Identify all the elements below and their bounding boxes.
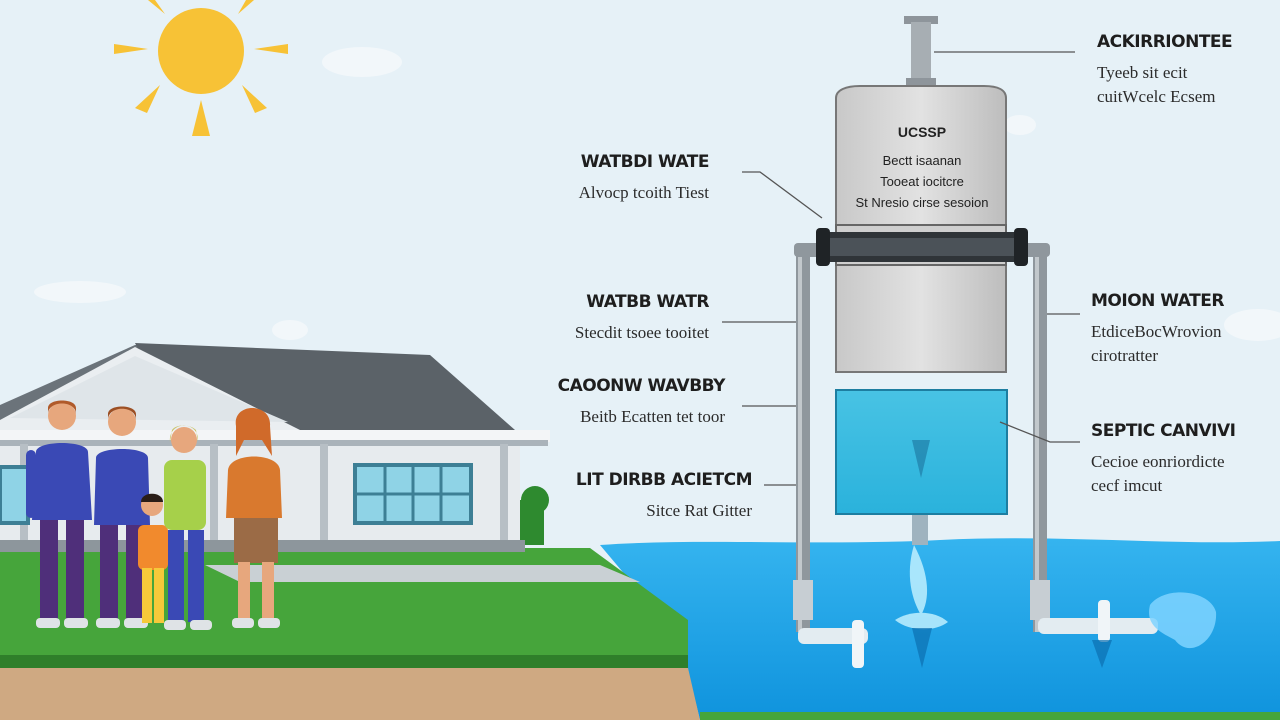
label-left-upper: WATBDI WATE Alvocp tcoith Tiest: [578, 152, 710, 205]
callout-lines: [722, 51, 1080, 486]
label-desc: cuitWcelc Ecsem: [1097, 87, 1216, 106]
person-child: [138, 493, 168, 623]
person-mother: [164, 425, 212, 630]
walkway: [205, 565, 640, 582]
person-daughter: [226, 408, 282, 628]
label-left-middle: WATBB WATR Stecdit tsoee tooitet: [574, 292, 710, 345]
label-desc: cirotratter: [1091, 346, 1159, 365]
tank-line: Tooeat iocitcre: [880, 174, 964, 189]
label-title: CAOONW WAVBBY: [557, 376, 726, 396]
label-title: ACKIRRIONTEE: [1097, 32, 1233, 52]
tank-line: St Nresio cirse sesoion: [855, 195, 989, 210]
pipe-system: [793, 243, 1158, 668]
tank-label: UCSSP Bectt isaanan Tooeat iocitcre St N…: [838, 124, 1006, 213]
water-splash-icon: [895, 545, 1217, 649]
label-title: SEPTIC CANVIVI: [1091, 421, 1236, 441]
label-desc: Stecdit tsoee tooitet: [574, 323, 709, 342]
label-left-lower: CAOONW WAVBBY Beitb Ecatten tet toor: [557, 376, 726, 429]
person-father: [26, 400, 92, 628]
label-title: MOION WATER: [1091, 291, 1224, 311]
label-desc: Alvocp tcoith Tiest: [578, 183, 709, 202]
house: [0, 343, 550, 552]
family-illustration: [26, 400, 282, 630]
tank-line: Bectt isaanan: [882, 153, 962, 168]
label-top-right: ACKIRRIONTEE Tyeeb sit ecit cuitWcelc Ec…: [1097, 32, 1233, 109]
label-right-lower: SEPTIC CANVIVI Cecioe eonriordicte cecf …: [1091, 421, 1236, 498]
label-right-middle: MOION WATER EtdiceBocWrovion cirotratter: [1091, 291, 1224, 368]
label-left-bottom: LIT DIRBB ACIETCM Sitce Rat Gitter: [575, 470, 753, 523]
septic-tank: [816, 85, 1028, 373]
label-title: WATBB WATR: [586, 292, 709, 312]
label-desc: Cecioe eonriordicte: [1091, 452, 1225, 471]
label-desc: EtdiceBocWrovion: [1091, 322, 1222, 341]
vent-pipe: [904, 16, 938, 88]
sun-icon: [114, 0, 288, 136]
tank-title: UCSSP: [897, 124, 947, 140]
cloud-icon: [34, 47, 1280, 341]
drop-icon: [1092, 640, 1112, 668]
person-son: [94, 406, 150, 628]
groundwater-body: [600, 538, 1280, 720]
label-desc: Sitce Rat Gitter: [646, 501, 752, 520]
label-desc: Beitb Ecatten tet toor: [580, 407, 725, 426]
label-desc: Tyeeb sit ecit: [1097, 63, 1188, 82]
label-title: LIT DIRBB ACIETCM: [575, 470, 753, 490]
drop-icon: [912, 628, 932, 668]
grass-strip-right: [700, 712, 1280, 720]
lawn-edge: [0, 655, 688, 668]
drainfield-box: [835, 389, 1008, 545]
label-title: WATBDI WATE: [580, 152, 710, 172]
label-desc: cecf imcut: [1091, 476, 1163, 495]
soil-layer: [0, 668, 700, 720]
